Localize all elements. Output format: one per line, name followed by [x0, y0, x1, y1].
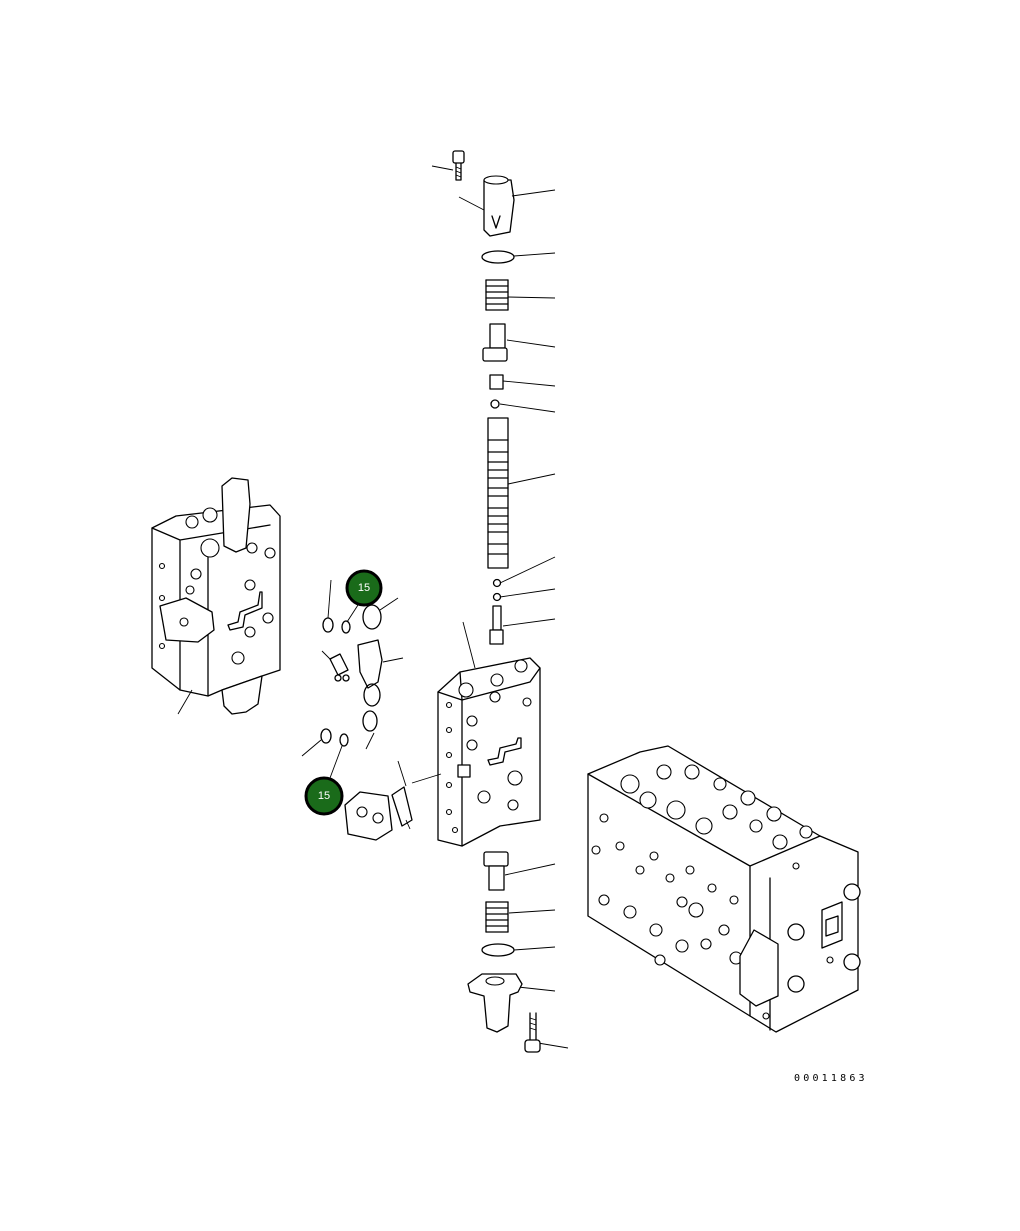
callout-15-lower-leader [329, 745, 343, 779]
spring-top [485, 279, 509, 311]
bottom-bolt [524, 1012, 541, 1053]
small-rings [492, 578, 502, 602]
plug-small [489, 374, 504, 390]
right-valve-assembly [587, 745, 861, 1033]
bottom-cover [467, 973, 523, 1033]
o-ring-lower [481, 943, 515, 957]
callout-15-upper-leader [346, 604, 359, 623]
leader-lines-right [431, 165, 569, 1049]
callout-15-upper[interactable]: 15 [345, 569, 383, 607]
ball [490, 399, 500, 409]
seal-cluster [301, 579, 476, 757]
spring-lower [485, 901, 509, 933]
pin [489, 605, 504, 645]
retainer [482, 323, 508, 362]
cap [483, 175, 515, 237]
section-block-main [437, 657, 541, 847]
check-valve-block [344, 760, 442, 841]
o-ring-top [481, 250, 515, 264]
drawing-number: 00011863 [794, 1073, 868, 1084]
spool [487, 417, 509, 569]
top-bolt [452, 150, 465, 181]
callout-15-lower[interactable]: 15 [304, 776, 344, 816]
left-valve-assembly [151, 477, 281, 715]
retainer-lower [483, 851, 509, 891]
